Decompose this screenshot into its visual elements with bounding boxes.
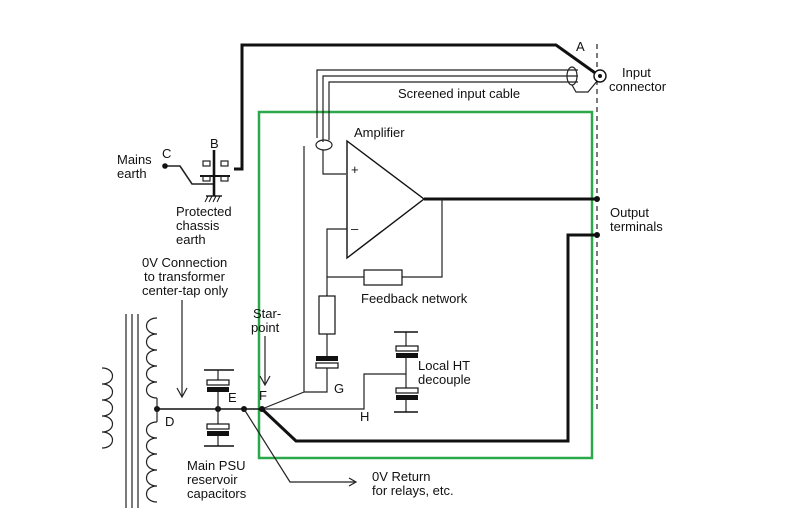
- screened-cable-label: Screened input cable: [398, 86, 520, 101]
- amplifier-label: Amplifier: [354, 125, 405, 140]
- output-terminals-label-2: terminals: [610, 219, 663, 234]
- chassis-earth-label-3: earth: [176, 232, 206, 247]
- feedback-network: [304, 199, 443, 393]
- zero-v-connection-label-3: center-tap only: [142, 283, 228, 298]
- star-point-dot: [259, 406, 265, 412]
- output-terminals-label-1: Output: [610, 205, 649, 220]
- amplifier-triangle: [346, 139, 426, 260]
- star-point-arrow: [259, 336, 271, 387]
- point-a-label: A: [576, 39, 585, 54]
- main-psu-label-3: capacitors: [187, 486, 247, 501]
- amplifier-chassis-boundary: [257, 110, 594, 460]
- mains-earth-label-2: earth: [117, 166, 147, 181]
- point-c-label: C: [162, 146, 171, 161]
- point-c-dot: [162, 163, 168, 169]
- star-point-label-2: point: [251, 320, 280, 335]
- chassis-earth-label-1: Protected: [176, 204, 232, 219]
- star-point-label-1: Star-: [253, 306, 281, 321]
- point-h-label: H: [360, 409, 369, 424]
- local-ht-label-2: decouple: [418, 372, 471, 387]
- local-ht-label-1: Local HT: [418, 358, 470, 373]
- protected-chassis-earth-symbol: [200, 150, 230, 203]
- main-psu-label-1: Main PSU: [187, 458, 246, 473]
- input-connector-label-2: connector: [609, 79, 667, 94]
- zero-v-connection-label-1: 0V Connection: [142, 255, 227, 270]
- output-terminal-bottom-dot: [594, 232, 600, 238]
- screened-input-cable: [315, 66, 599, 175]
- mains-earth-input-wire: [165, 165, 214, 185]
- zero-v-return-label-2: for relays, etc.: [372, 483, 454, 498]
- zero-v-return-label-1: 0V Return: [372, 469, 431, 484]
- output-terminal-top-dot: [594, 196, 600, 202]
- point-f-label: F: [259, 388, 267, 403]
- amp-minus-sign: –: [351, 221, 359, 236]
- main-psu-reservoir-caps: [204, 369, 234, 447]
- input-ground-wire: [261, 146, 305, 410]
- local-ht-decouple-caps: [262, 331, 419, 413]
- feedback-network-label: Feedback network: [361, 291, 468, 306]
- input-connector-symbol: [593, 69, 607, 83]
- mains-earth-label-1: Mains: [117, 152, 152, 167]
- zero-v-return-wire: [243, 408, 358, 487]
- zero-v-connection-arrow: [176, 300, 188, 399]
- point-g-label: G: [334, 381, 344, 396]
- point-d-label: D: [165, 414, 174, 429]
- chassis-earth-label-2: chassis: [176, 218, 220, 233]
- input-connector-label-1: Input: [622, 65, 651, 80]
- mains-earth-wire: [234, 43, 599, 171]
- amp-plus-sign: +: [351, 162, 359, 177]
- transformer: [101, 314, 158, 508]
- point-b-label: B: [210, 136, 219, 151]
- main-psu-label-2: reservoir: [187, 472, 238, 487]
- point-e-label: E: [228, 390, 237, 405]
- zero-v-connection-label-2: to transformer: [144, 269, 226, 284]
- output-return-wire: [260, 233, 597, 443]
